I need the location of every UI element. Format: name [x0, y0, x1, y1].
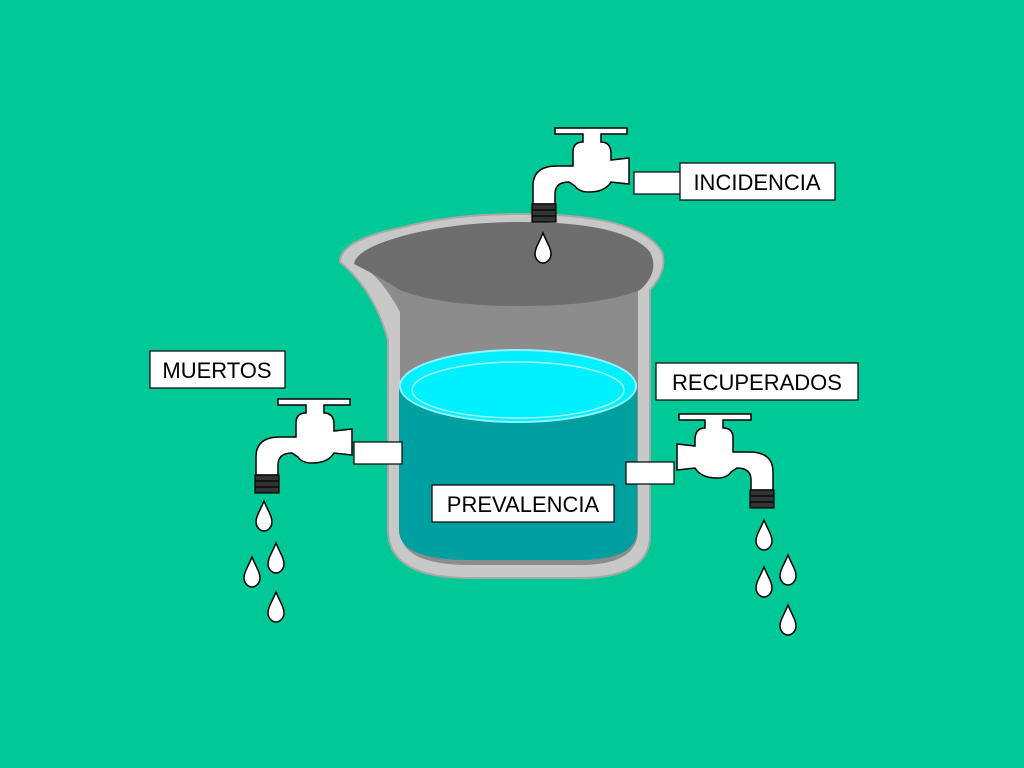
water-drop-icon [755, 566, 773, 598]
beaker [338, 212, 665, 579]
pipe-recovered [625, 461, 675, 485]
water-drop-icon [255, 500, 273, 532]
faucet-icon [531, 127, 630, 223]
water-drop-icon [779, 604, 797, 636]
recovered-label: RECUPERADOS [672, 370, 842, 395]
water-drop-icon [243, 556, 261, 588]
pipe-deaths [353, 441, 403, 465]
beaker-mouth [354, 222, 654, 306]
deaths-label-box: MUERTOS [149, 350, 286, 389]
prevalence-label: PREVALENCIA [447, 492, 600, 517]
pipe-incidence [633, 171, 683, 195]
water-drop-icon [779, 554, 797, 586]
beaker-liquid-surface [399, 349, 637, 423]
faucet-icon [254, 398, 353, 494]
prevalence-label-box: PREVALENCIA [431, 484, 615, 523]
recovered-label-box: RECUPERADOS [655, 362, 859, 401]
water-drop-icon [755, 519, 773, 551]
incidence-label-box: INCIDENCIA [679, 162, 836, 201]
water-drop-icon [267, 591, 285, 623]
deaths-label: MUERTOS [162, 358, 271, 383]
water-drop-icon [267, 542, 285, 574]
incidence-label: INCIDENCIA [693, 170, 820, 195]
faucet-icon [676, 413, 775, 509]
